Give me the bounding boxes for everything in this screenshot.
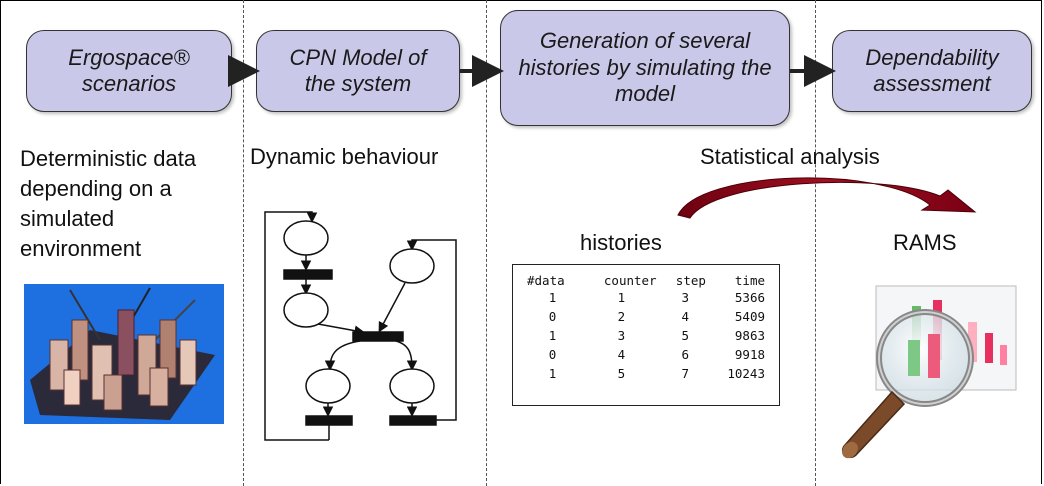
table-row: 0 4 6 9918	[523, 345, 769, 364]
stage-generation-histories: Generation of several histories by simul…	[500, 10, 790, 126]
place-3	[389, 248, 435, 284]
stage-ergospace-scenarios: Ergospace® scenarios	[26, 30, 232, 112]
table-cell: 1	[617, 290, 626, 305]
histories-label: histories	[580, 230, 662, 255]
history-table: #data counter step time 1 1 3 5366 0 2 4…	[512, 264, 780, 406]
transition-4	[389, 415, 437, 426]
stage-dependability-assessment: Dependability assessment	[832, 30, 1032, 112]
table-cell: 0	[548, 347, 557, 362]
column-header: time	[734, 273, 765, 288]
place-5	[389, 368, 435, 404]
table-cell: 1	[548, 328, 557, 343]
table-cell: 7	[681, 366, 690, 381]
table-cell: 6	[681, 347, 690, 362]
table-cell: 1	[548, 366, 557, 381]
transition-2	[352, 331, 404, 342]
divider-3	[815, 0, 816, 486]
table-cell: 5	[617, 366, 626, 381]
place-4	[305, 368, 351, 404]
table-cell: 5366	[734, 290, 765, 305]
table-cell: 3	[617, 328, 626, 343]
table-cell: 9863	[734, 328, 765, 343]
stage-label: Generation of several histories by simul…	[518, 28, 772, 107]
place-2	[283, 292, 329, 328]
table-cell: 9918	[734, 347, 765, 362]
rams-label: RAMS	[893, 230, 957, 255]
column-header: #data	[527, 273, 565, 288]
table-cell: 0	[548, 309, 557, 324]
table-cell: 2	[617, 309, 626, 324]
statistical-analysis-text: Statistical analysis	[700, 144, 880, 169]
table-cell: 1	[548, 290, 557, 305]
table-cell: 5	[681, 328, 690, 343]
table-cell: 4	[617, 347, 626, 362]
column-header: step	[675, 273, 706, 288]
divider-2	[486, 0, 487, 486]
deterministic-data-text: Deterministic data depending on a simula…	[20, 146, 197, 261]
stage-label: Dependability assessment	[865, 44, 999, 96]
stage-cpn-model: CPN Model of the system	[256, 30, 460, 112]
stage-label: CPN Model of the system	[289, 44, 427, 96]
table-cell: 3	[681, 290, 690, 305]
divider-1	[243, 0, 244, 486]
table-row: 1 1 3 5366	[523, 288, 769, 307]
place-1	[283, 220, 329, 256]
column-header: counter	[603, 273, 657, 288]
table-header-row: #data counter step time	[523, 273, 769, 288]
table-cell: 4	[681, 309, 690, 324]
ergospace-city-image	[24, 284, 224, 424]
table-row: 1 5 7 10243	[523, 364, 769, 383]
magnifier-chart-icon	[841, 285, 1017, 459]
statistical-curve-arrow	[677, 177, 977, 219]
transition-3	[305, 415, 353, 426]
dynamic-behaviour-text: Dynamic behaviour	[250, 144, 439, 169]
table-row: 1 3 5 9863	[523, 326, 769, 345]
stage-label: Ergospace® scenarios	[68, 44, 190, 96]
petri-net-diagram	[264, 211, 457, 441]
table-row: 0 2 4 5409	[523, 307, 769, 326]
transition-1	[283, 269, 333, 280]
table-cell: 10243	[727, 366, 765, 381]
table-cell: 5409	[734, 309, 765, 324]
